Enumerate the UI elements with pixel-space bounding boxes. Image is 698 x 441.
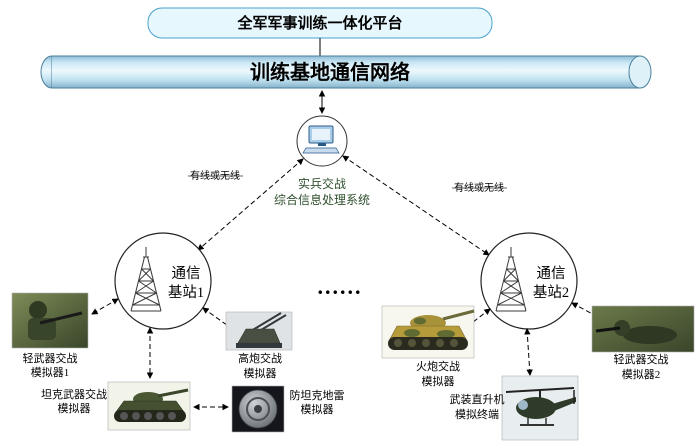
artillery-sim-label-line1: 火炮交战 <box>416 359 460 373</box>
artillery-sim: 火炮交战 模拟器 <box>381 305 475 388</box>
processor-label-line2: 综合信息处理系统 <box>274 192 370 207</box>
tank-weapon-sim: 坦克武器交战 模拟器 <box>41 381 191 431</box>
light-weapon-sim-1: 轻武器交战 模拟器1 <box>11 292 89 379</box>
network-pipe: 训练基地通信网络 <box>40 55 652 89</box>
arrow-station1-light-weapon-1 <box>91 298 119 315</box>
station2-label-line2: 基站2 <box>533 284 569 301</box>
network-title: 训练基地通信网络 <box>250 60 410 84</box>
tank-weapon-sim-label-line1: 坦克武器交战 <box>41 387 107 401</box>
light-weapon-sim-2: 轻武器交战 模拟器2 <box>591 305 695 381</box>
computer-icon <box>302 125 340 154</box>
aa-gun-sim-label-line2: 模拟器 <box>244 366 277 380</box>
arrow-processor-station2 <box>342 155 490 256</box>
light-weapon-sim-1-label-line2: 模拟器1 <box>31 365 70 379</box>
pipe-right-cap <box>628 55 652 89</box>
tank-weapon-sim-label-line2: 模拟器 <box>58 401 91 415</box>
light-weapon-sim-2-label-line1: 轻武器交战 <box>614 352 669 366</box>
processor-label-line1: 实兵交战 <box>298 176 346 191</box>
light-weapon-sim-1-label-line1: 轻武器交战 <box>23 351 78 365</box>
helicopter-terminal-label-line1: 武装直升机 <box>450 392 505 406</box>
artillery-sim-label-line2: 模拟器 <box>422 374 455 388</box>
link-label-left-text: 有线或无线 <box>190 169 240 182</box>
processor-node <box>296 115 348 167</box>
ellipsis-dots: ...... <box>318 274 363 299</box>
station2-label-line1: 通信 <box>537 265 566 282</box>
station1-node: 通信 基站1 <box>114 232 212 330</box>
helicopter-terminal-label-line2: 模拟终端 <box>455 407 499 421</box>
light-weapon-sim-2-label-line2: 模拟器2 <box>622 367 661 381</box>
anti-tank-mine-sim-label-line2: 模拟器 <box>301 402 334 416</box>
arrow-station2-helicopter <box>524 328 533 376</box>
pipe-body <box>52 56 640 88</box>
pipe-left-cap <box>40 55 53 89</box>
station2-node: 通信 基站2 <box>480 232 578 330</box>
aa-gun-sim-label-line1: 高炮交战 <box>238 351 282 365</box>
anti-tank-mine-sim-label-line1: 防坦克地雷 <box>290 388 345 402</box>
link-label-right-text: 有线或无线 <box>454 181 504 194</box>
helicopter-terminal: 武装直升机 模拟终端 <box>450 375 579 441</box>
platform-box: 全军军事训练一体化平台 <box>147 7 493 39</box>
link-label-left: 有线或无线 <box>188 169 243 182</box>
station1-label-line1: 通信 <box>172 265 201 282</box>
platform-title: 全军军事训练一体化平台 <box>236 14 402 32</box>
station1-label-line2: 基站1 <box>168 284 204 301</box>
link-label-right: 有线或无线 <box>452 181 507 194</box>
aa-gun-sim: 高炮交战 模拟器 <box>225 311 293 380</box>
anti-tank-mine-sim: 防坦克地雷 模拟器 <box>231 385 345 433</box>
arrow-processor-station1 <box>197 158 304 251</box>
